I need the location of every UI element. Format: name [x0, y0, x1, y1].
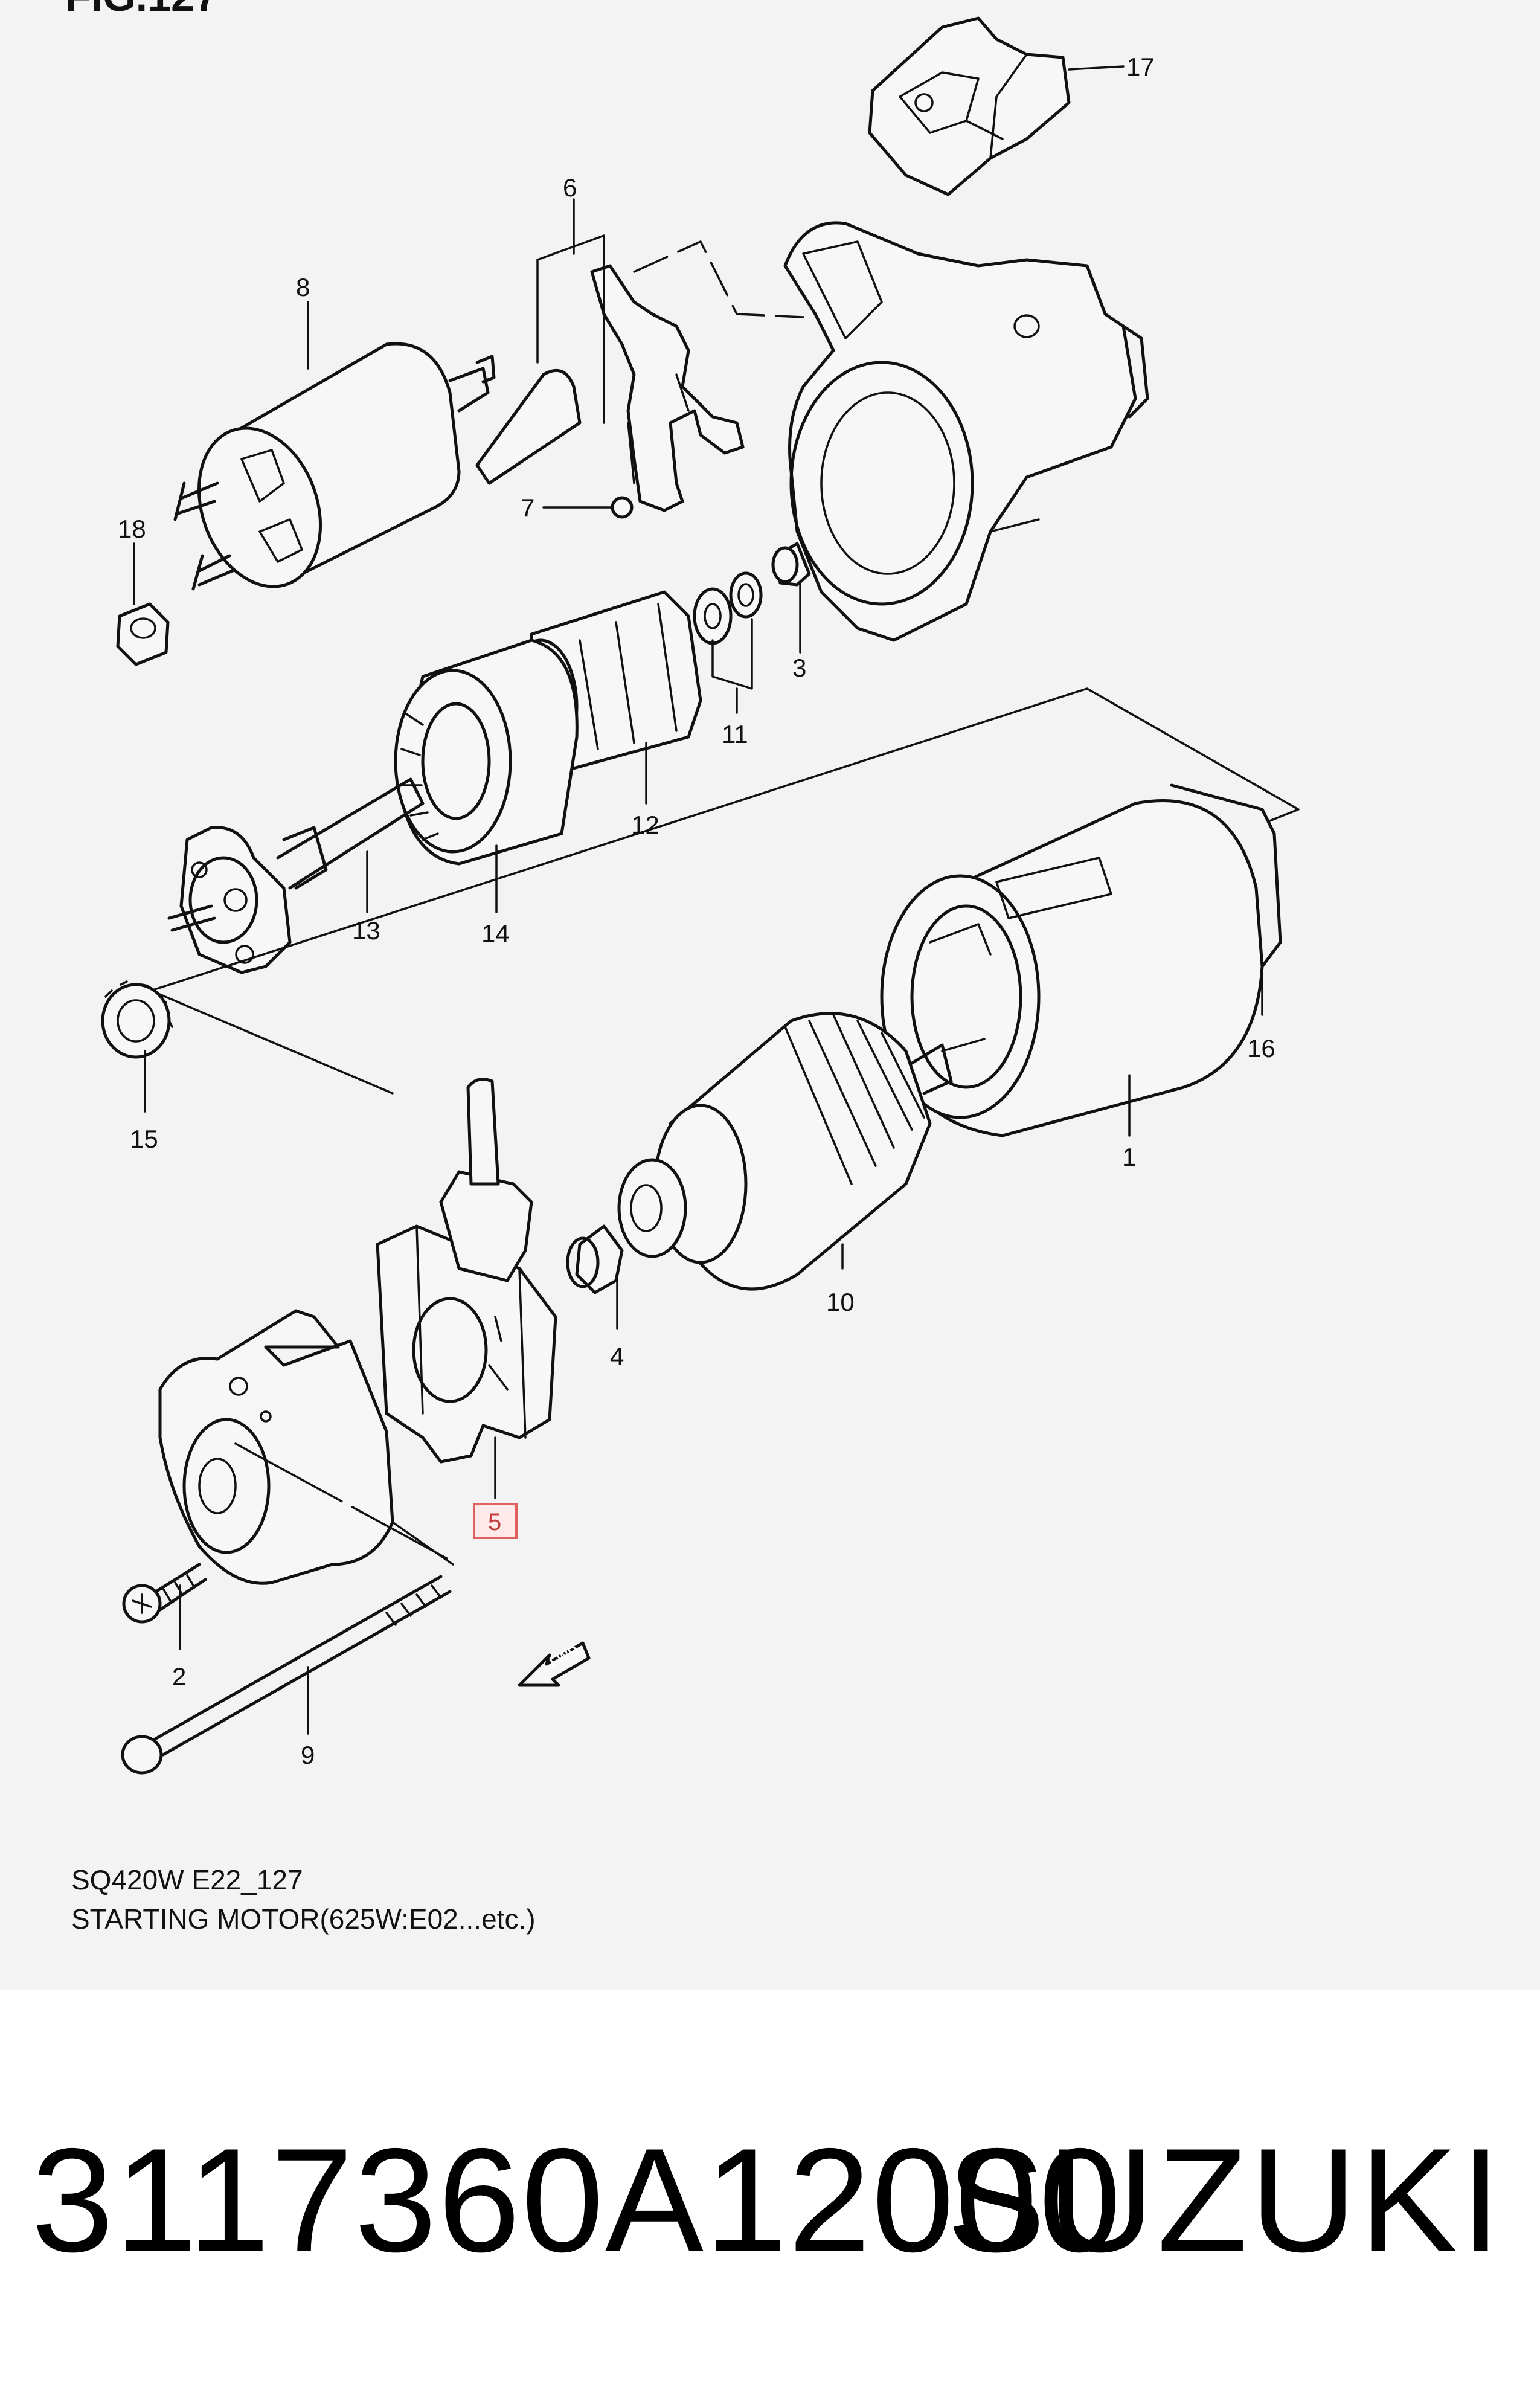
fwd-arrow-icon: FWD [518, 1641, 591, 1687]
exploded-parts-diagram: FIG.127 17 8 18 6 7 [65, 0, 1300, 1775]
part-8-solenoid [173, 342, 496, 591]
assembly-line-6 [633, 240, 804, 318]
group-frame-left [150, 989, 394, 1095]
callout-8: 8 [296, 273, 310, 301]
commutator-end-frame [158, 1309, 394, 1585]
group-frame-top [150, 687, 1300, 992]
figure-code: SQ420W E22_127 [71, 1864, 303, 1895]
leader-6 [536, 198, 605, 424]
callout-1: 1 [1122, 1143, 1136, 1171]
part-10-armature [617, 1012, 953, 1291]
part-2-screw [122, 1563, 207, 1624]
footer [0, 1990, 1540, 2392]
part-13-planetary-shaft [167, 777, 425, 974]
callout-15: 15 [130, 1125, 158, 1153]
callout-6: 6 [563, 173, 577, 202]
callout-3: 3 [792, 654, 806, 682]
callout-14: 14 [481, 919, 510, 948]
callout-10: 10 [826, 1288, 855, 1316]
callout-11: 11 [722, 720, 748, 748]
part-17-terminal-cover [868, 16, 1071, 196]
callout-2: 2 [172, 1662, 186, 1691]
callout-16: 16 [1247, 1034, 1275, 1063]
part-3-bushing [771, 542, 811, 587]
part-9-through-bolt [121, 1575, 452, 1775]
assembly-line-frame [234, 1442, 448, 1560]
part-18-nut [116, 602, 170, 666]
callout-18: 18 [118, 515, 146, 543]
callout-17: 17 [1126, 53, 1155, 81]
callout-7: 7 [521, 494, 534, 522]
callout-4: 4 [610, 1342, 624, 1371]
part-number: 3117360A12000 [31, 2117, 1123, 2283]
diagram-panel: FIG.127 17 8 18 6 7 [0, 0, 1540, 1990]
part-14-internal-gear [394, 638, 579, 866]
callout-9: 9 [301, 1741, 315, 1769]
leader-17 [1068, 65, 1125, 71]
part-11-washers [693, 571, 763, 645]
part-6-shift-lever [475, 264, 745, 512]
callout-5[interactable]: 5 [488, 1509, 501, 1535]
part-7-steel-ball [611, 496, 634, 519]
leader-11 [711, 618, 753, 714]
assembly-line-frame-b [391, 1521, 454, 1566]
brand-name: SUZUKI [946, 2117, 1504, 2283]
part-1-yoke [880, 783, 1282, 1137]
figure-title: FIG.127 [65, 0, 218, 20]
callout-5-highlight-box[interactable] [473, 1503, 518, 1539]
figure-description: STARTING MOTOR(625W:E02...etc.) [71, 1903, 536, 1935]
drive-end-housing [783, 221, 1149, 642]
part-5-brush-holder [376, 1078, 557, 1464]
part-4-bearing [566, 1224, 624, 1294]
part-15-gear [101, 980, 173, 1059]
